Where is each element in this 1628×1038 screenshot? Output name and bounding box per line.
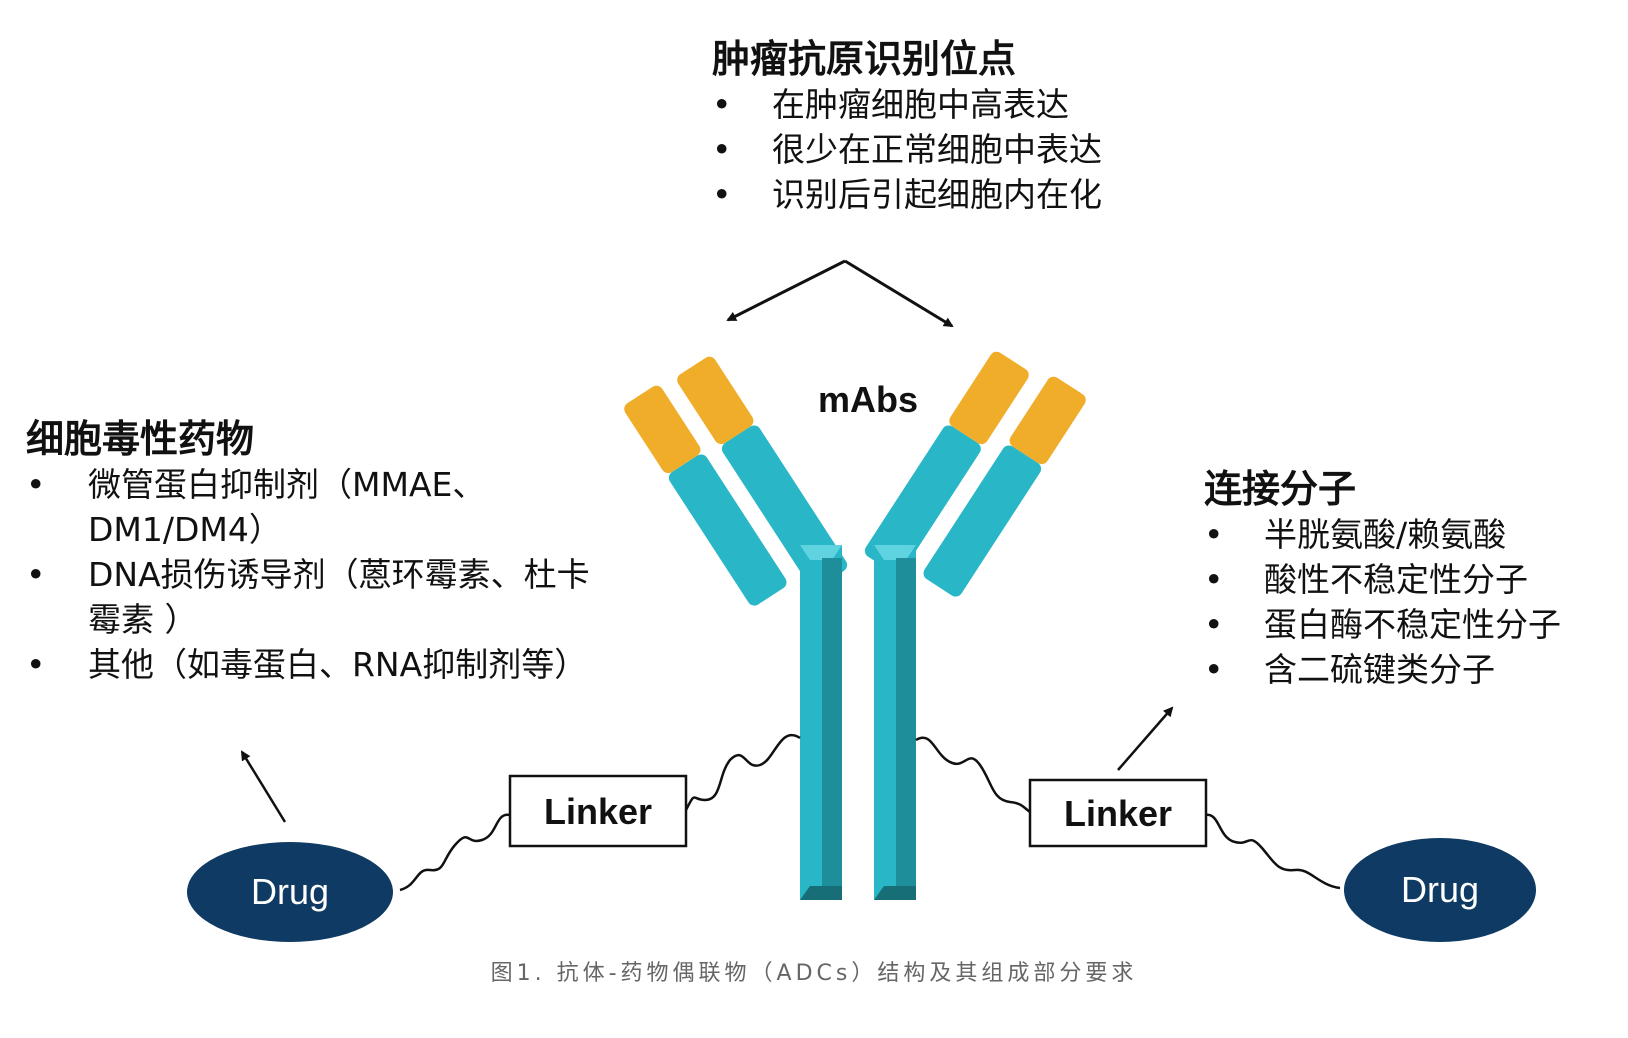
antigen-site-list: • 在肿瘤细胞中高表达 • 很少在正常细胞中表达 • 识别后引起细胞内在化 bbox=[712, 82, 1102, 217]
linker-left-box: Linker bbox=[508, 774, 688, 848]
wave-stem-to-left-linker bbox=[684, 734, 801, 811]
left-outer-arm bbox=[624, 385, 787, 606]
drug-left: Drug bbox=[187, 842, 393, 942]
list-item: • 很少在正常细胞中表达 bbox=[712, 127, 1102, 172]
list-item-text: DNA损伤诱导剂（蒽环霉素、杜卡霉素 ） bbox=[88, 555, 590, 639]
cytotoxic-drug-list: • 微管蛋白抑制剂（MMAE、DM1/DM4） • DNA损伤诱导剂（蒽环霉素、杜卡… bbox=[26, 462, 606, 687]
drug-right: Drug bbox=[1344, 838, 1536, 942]
list-item: • DNA损伤诱导剂（蒽环霉素、杜卡霉素 ） bbox=[26, 552, 606, 642]
list-item-text: 蛋白酶不稳定性分子 bbox=[1264, 605, 1561, 644]
stem-bevel-side bbox=[822, 558, 842, 888]
list-item: • 酸性不稳定性分子 bbox=[1204, 557, 1561, 602]
list-item: • 含二硫键类分子 bbox=[1204, 647, 1561, 692]
wave-right-linker-to-drug bbox=[1204, 813, 1341, 890]
list-item-text: 其他（如毒蛋白、RNA抑制剂等） bbox=[88, 645, 588, 684]
linker-section-title: 连接分子 bbox=[1204, 467, 1357, 511]
linker-left-label: Linker bbox=[544, 791, 652, 832]
bullet-icon: • bbox=[26, 555, 46, 594]
linker-box-frame bbox=[508, 774, 688, 848]
antigen-site-section: 肿瘤抗原识别位点 • 在肿瘤细胞中高表达 • 很少在正常细胞中表达 • 识别后引起细胞… bbox=[712, 36, 1102, 217]
list-item-text: 很少在正常细胞中表达 bbox=[772, 130, 1102, 169]
bullet-icon: • bbox=[712, 130, 732, 169]
arm-segment bbox=[668, 454, 787, 606]
bullet-icon: • bbox=[712, 85, 732, 124]
arrow-to-right-arm bbox=[844, 259, 954, 328]
wave-stem-to-right-linker bbox=[915, 736, 1031, 814]
cytotoxic-drug-title: 细胞毒性药物 bbox=[26, 417, 255, 461]
wavy-connectors bbox=[399, 734, 1341, 892]
stem-bevel-top bbox=[800, 545, 842, 560]
arrow-drug-to-text bbox=[240, 750, 287, 823]
bullet-icon: • bbox=[26, 645, 46, 684]
drug-ellipse bbox=[1344, 838, 1536, 942]
cytotoxic-drug-section: 细胞毒性药物 • 微管蛋白抑制剂（MMAE、DM1/DM4） • DNA损伤诱导剂（… bbox=[26, 416, 606, 687]
bullet-icon: • bbox=[1204, 605, 1224, 644]
wave-left-linker-to-drug bbox=[399, 813, 511, 892]
antibody-stem-right bbox=[874, 545, 916, 900]
right-outer-arm bbox=[923, 376, 1086, 597]
list-item-text: 半胱氨酸/赖氨酸 bbox=[1264, 515, 1507, 554]
list-item: • 半胱氨酸/赖氨酸 bbox=[1204, 512, 1561, 557]
stem-bevel-side bbox=[896, 558, 916, 888]
antigen-arrows bbox=[726, 259, 954, 328]
arm-segment bbox=[864, 425, 981, 575]
antigen-tip-icon bbox=[949, 351, 1029, 445]
antigen-tip-icon bbox=[677, 356, 754, 445]
antigen-site-title: 肿瘤抗原识别位点 bbox=[712, 37, 1017, 81]
linker-box-frame bbox=[1028, 778, 1208, 848]
list-item-text: 含二硫键类分子 bbox=[1264, 650, 1495, 689]
drug-right-label: Drug bbox=[1401, 869, 1479, 910]
linker-right-box: Linker bbox=[1028, 778, 1208, 848]
figure-caption: 图1. 抗体-药物偶联物（ADCs）结构及其组成部分要求 bbox=[490, 961, 1138, 986]
linker-right-label: Linker bbox=[1064, 793, 1172, 834]
list-item-text: 酸性不稳定性分子 bbox=[1264, 560, 1528, 599]
list-item: • 蛋白酶不稳定性分子 bbox=[1204, 602, 1561, 647]
list-item-text: 识别后引起细胞内在化 bbox=[772, 175, 1102, 214]
drug-left-label: Drug bbox=[251, 871, 329, 912]
list-item: • 识别后引起细胞内在化 bbox=[712, 172, 1102, 217]
list-item: • 在肿瘤细胞中高表达 bbox=[712, 82, 1102, 127]
list-item: • 其他（如毒蛋白、RNA抑制剂等） bbox=[26, 642, 606, 687]
stem-bevel-top bbox=[874, 545, 916, 560]
linker-section-list: • 半胱氨酸/赖氨酸 • 酸性不稳定性分子 • 蛋白酶不稳定性分子 • 含二硫键类分子 bbox=[1204, 512, 1561, 692]
arrow-linker-to-text bbox=[1117, 706, 1174, 771]
bullet-icon: • bbox=[26, 465, 46, 504]
antigen-tip-icon bbox=[1009, 376, 1086, 465]
bullet-icon: • bbox=[1204, 650, 1224, 689]
arrow-to-left-arm bbox=[726, 259, 846, 322]
list-item-text: 在肿瘤细胞中高表达 bbox=[772, 85, 1069, 124]
list-item: • 微管蛋白抑制剂（MMAE、DM1/DM4） bbox=[26, 462, 606, 552]
arm-segment bbox=[923, 445, 1042, 597]
list-item-text: 微管蛋白抑制剂（MMAE、DM1/DM4） bbox=[88, 465, 486, 549]
antibody-label: mAbs bbox=[818, 379, 918, 420]
bullet-icon: • bbox=[1204, 515, 1224, 554]
bullet-icon: • bbox=[1204, 560, 1224, 599]
antigen-tip-icon bbox=[624, 385, 701, 474]
antibody-stem-left bbox=[800, 545, 842, 900]
stem-bevel-bottom bbox=[800, 886, 842, 900]
bullet-icon: • bbox=[712, 175, 732, 214]
linker-section: 连接分子 • 半胱氨酸/赖氨酸 • 酸性不稳定性分子 • 蛋白酶不稳定性分子 • 含二硫… bbox=[1204, 466, 1561, 692]
stem-bevel-bottom bbox=[874, 886, 916, 900]
right-inner-arm bbox=[864, 351, 1029, 575]
drug-ellipse bbox=[187, 842, 393, 942]
